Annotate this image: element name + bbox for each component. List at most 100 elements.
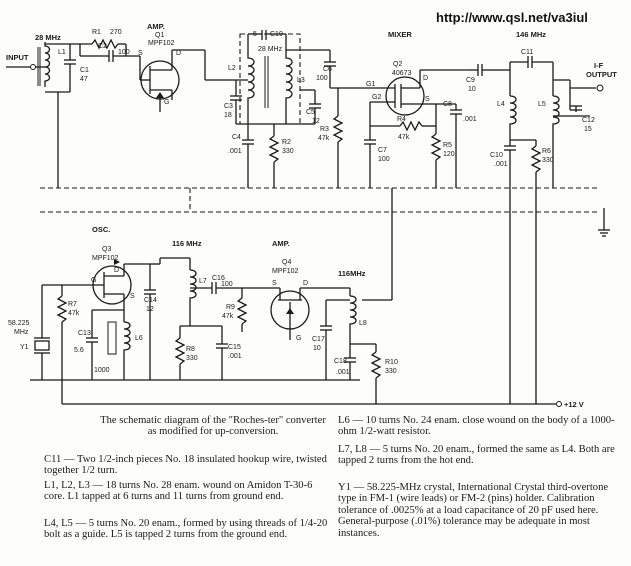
label-q3-g: G (91, 277, 96, 284)
label-c14: C14 (144, 297, 157, 304)
label-q4: Q4 (282, 259, 291, 266)
label-c16: C16 (212, 275, 225, 282)
label-c6-value: 100 (316, 75, 328, 82)
label-q2-d: D (423, 75, 428, 82)
label-l3: L3 (297, 77, 305, 84)
input-terminal (30, 64, 36, 70)
caption-c11: C11 — Two 1/2-inch pieces No. 18 insulat… (44, 454, 327, 477)
label-plus12v: +12 V (564, 400, 584, 409)
label-146mhz: 146 MHz (516, 30, 546, 39)
label-c8: C8 (443, 101, 452, 108)
label-c9-value: 10 (468, 86, 476, 93)
caption-l1-l3: L1, L2, L3 — 18 turns No. 28 enam. wound… (44, 480, 313, 503)
label-q1-type: MPF102 (148, 40, 175, 47)
label-mixer: MIXER (388, 30, 412, 39)
label-q1-s: S (138, 50, 143, 57)
label-c17: C17 (312, 336, 325, 343)
label-r3-value: 47k (318, 135, 330, 142)
output-section: 146 MHz C11 L4 C10 .001 R6 330 (490, 30, 617, 404)
label-r10-value: 330 (385, 368, 397, 375)
label-l2: L2 (228, 65, 236, 72)
coil-l5 (552, 95, 560, 130)
resistor-r1 (91, 38, 119, 50)
label-c15: C15 (228, 344, 241, 351)
oscillator-section: OSC. Q3 MPF102 D S G R7 47k (8, 225, 170, 381)
label-osc: OSC. (92, 225, 110, 234)
resistor-r3 (332, 115, 344, 143)
caption-l6: L6 — 10 turns No. 24 enam. close wound o… (338, 415, 615, 438)
label-if: I-F (594, 61, 604, 70)
label-l1: L1 (58, 49, 66, 56)
label-r9-value: 47k (222, 313, 234, 320)
coil-l8 (349, 295, 357, 330)
label-amp2: AMP. (272, 239, 290, 248)
label-c12-value: 15 (584, 126, 592, 133)
source-url[interactable]: http://www.qsl.net/va3iul (436, 10, 588, 25)
label-116mhz-b: 116MHz (338, 269, 366, 278)
coil-l3 (285, 52, 293, 106)
label-r3: R3 (320, 126, 329, 133)
label-r1-value: 270 (110, 29, 122, 36)
label-r7: R7 (68, 301, 77, 308)
label-c15-value: .001 (228, 353, 242, 360)
coil-l1 (44, 42, 51, 87)
label-l7: L7 (199, 278, 207, 285)
resistor-r6 (530, 145, 542, 173)
label-input: INPUT (6, 53, 29, 62)
label-28mhz-bp: 28 MHz (258, 46, 283, 53)
label-y1: Y1 (20, 344, 29, 351)
label-c10: C10 (490, 152, 503, 159)
label-c12: C12 (582, 117, 595, 124)
label-q4-g: G (296, 335, 301, 342)
label-c9: C9 (466, 77, 475, 84)
label-r5: R5 (443, 142, 452, 149)
label-q4-type: MPF102 (272, 268, 299, 275)
label-c16-value: 100 (221, 281, 233, 288)
resistor-r9 (236, 297, 248, 325)
label-c2-value: 100 (118, 49, 130, 56)
label-116mhz-a: 116 MHz (172, 239, 202, 248)
resistor-r8 (174, 337, 186, 365)
label-amp1: AMP. (147, 22, 165, 31)
coil-l4 (509, 95, 517, 130)
label-1000: 1000 (94, 367, 110, 374)
label-c2: C2 (98, 43, 107, 50)
label-c14-value: 12 (146, 306, 154, 313)
coil-l2 (247, 52, 255, 106)
label-g1: G1 (366, 81, 375, 88)
label-c7-value: 100 (378, 156, 390, 163)
mixer-section: MIXER Q2 40673 G1 G2 D S R4 47k (364, 30, 494, 188)
label-c4: C4 (232, 134, 241, 141)
caption-intro: The schematic diagram of the "Roches-ter… (100, 415, 326, 438)
label-l4: L4 (497, 101, 505, 108)
label-c1: C1 (80, 67, 89, 74)
label-c8-value: .001 (463, 116, 477, 123)
resistor-r4 (399, 120, 423, 132)
label-g2: G2 (372, 94, 381, 101)
label-l8: L8 (359, 320, 367, 327)
label-r6-value: 330 (542, 157, 554, 164)
label-r8-value: 330 (186, 355, 198, 362)
label-r10: R10 (385, 359, 398, 366)
label-l6: L6 (135, 335, 143, 342)
label-c10-value: .001 (494, 161, 508, 168)
label-c5-value: 12 (312, 118, 320, 125)
amp2-section: 116 MHz L7 R8 330 C15 .001 (160, 188, 398, 404)
label-r5-value: 120 (443, 151, 455, 158)
label-q3: Q3 (102, 246, 111, 253)
resistor-r5 (430, 133, 442, 161)
label-q1-d: D (176, 50, 181, 57)
label-r1: R1 (92, 29, 101, 36)
transistor-q2 (385, 76, 425, 116)
label-c4-value: .001 (228, 148, 242, 155)
label-c3: C3 (224, 103, 233, 110)
label-q3-s: S (130, 293, 135, 300)
label-q3-d: D (114, 267, 119, 274)
label-r9: R9 (226, 304, 235, 311)
bandpass-section: 5 C19 28 MHz L2 L3 C3 18 (205, 30, 370, 188)
resistor-r7 (56, 295, 68, 323)
label-c18-value: .001 (336, 369, 350, 376)
label-q1: Q1 (155, 32, 164, 39)
label-r8: R8 (186, 346, 195, 353)
